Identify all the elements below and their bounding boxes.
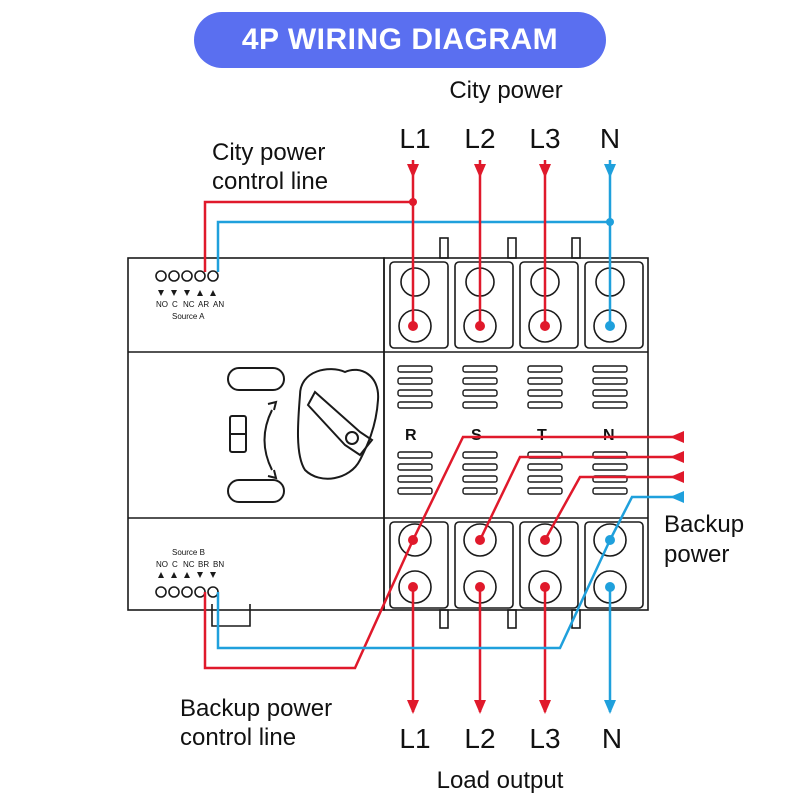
city-control-neutral-junction [606, 218, 614, 226]
wires [203, 160, 678, 712]
arrow-top-n [604, 164, 616, 178]
arrow-bottom-l3 [539, 700, 551, 714]
arrow-backup-l3 [670, 471, 684, 483]
top-phase-l3: L3 [529, 123, 560, 154]
source-b-label: Source B [172, 548, 205, 557]
source-b-terminal-no: NO [156, 560, 168, 569]
backup-l1-wire [411, 435, 678, 541]
source-b-markers [158, 572, 216, 578]
backup-n-wire [608, 495, 678, 541]
top-phase-l2: L2 [464, 123, 495, 154]
arrow-top-l2 [474, 164, 486, 178]
top-phase-n: N [600, 123, 620, 154]
source-a-terminal-no: NO [156, 300, 168, 309]
arrow-bottom-l1 [407, 700, 419, 714]
city-control-live-junction [409, 198, 417, 206]
source-b-terminal-bn: BN [213, 560, 224, 569]
backup-control-label-line1: Backup power [180, 695, 332, 722]
top-caption: City power [449, 77, 562, 104]
city-control-label-line1: City power [212, 139, 325, 166]
source-a-markers [158, 290, 216, 296]
bottom-phase-l1: L1 [399, 723, 430, 754]
bottom-phase-n: N [602, 723, 622, 754]
source-a-label: Source A [172, 312, 205, 321]
arrow-backup-n [670, 491, 684, 503]
source-a-terminal-nc: NC [183, 300, 195, 309]
middle-phase-s: S [471, 427, 482, 444]
bottom-terminal-housings [389, 521, 644, 609]
arrow-backup-l1 [670, 431, 684, 443]
arrow-backup-l2 [670, 451, 684, 463]
middle-phase-r: R [405, 427, 417, 444]
arrow-bottom-l2 [474, 700, 486, 714]
source-b-terminal-c: C [172, 560, 178, 569]
terminal-dots [408, 321, 615, 592]
source-a-terminal-c: C [172, 300, 178, 309]
backup-control-label-line2: control line [180, 724, 296, 751]
backup-power-label-line1: Backup [664, 511, 744, 538]
source-b-block [155, 586, 251, 627]
bottom-phase-l3: L3 [529, 723, 560, 754]
switch-body [127, 237, 649, 629]
top-phase-l1: L1 [399, 123, 430, 154]
arrow-bottom-n [604, 700, 616, 714]
source-a-terminal-an: AN [213, 300, 224, 309]
bottom-caption: Load output [437, 767, 564, 794]
bottom-phase-l2: L2 [464, 723, 495, 754]
backup-control-live-wire [203, 539, 415, 670]
middle-phase-n: N [603, 427, 615, 444]
rotary-handle [227, 367, 380, 503]
backup-l2-wire [478, 455, 678, 541]
arrowheads [407, 164, 684, 714]
source-a-block [155, 270, 219, 282]
top-terminal-housings [389, 261, 644, 349]
arrow-top-l3 [539, 164, 551, 178]
city-control-label-line2: control line [212, 168, 328, 195]
middle-phase-t: T [537, 427, 547, 444]
arrow-top-l1 [407, 164, 419, 178]
city-control-live-wire [203, 200, 413, 272]
source-b-terminal-br: BR [198, 560, 209, 569]
source-b-terminal-nc: NC [183, 560, 195, 569]
source-a-terminal-ar: AR [198, 300, 209, 309]
backup-power-label-line2: power [664, 541, 729, 568]
vent-slots [397, 365, 628, 495]
diagram-title: 4P WIRING DIAGRAM [194, 12, 606, 68]
backup-l3-wire [543, 475, 678, 541]
backup-control-neutral-wire [216, 539, 612, 650]
